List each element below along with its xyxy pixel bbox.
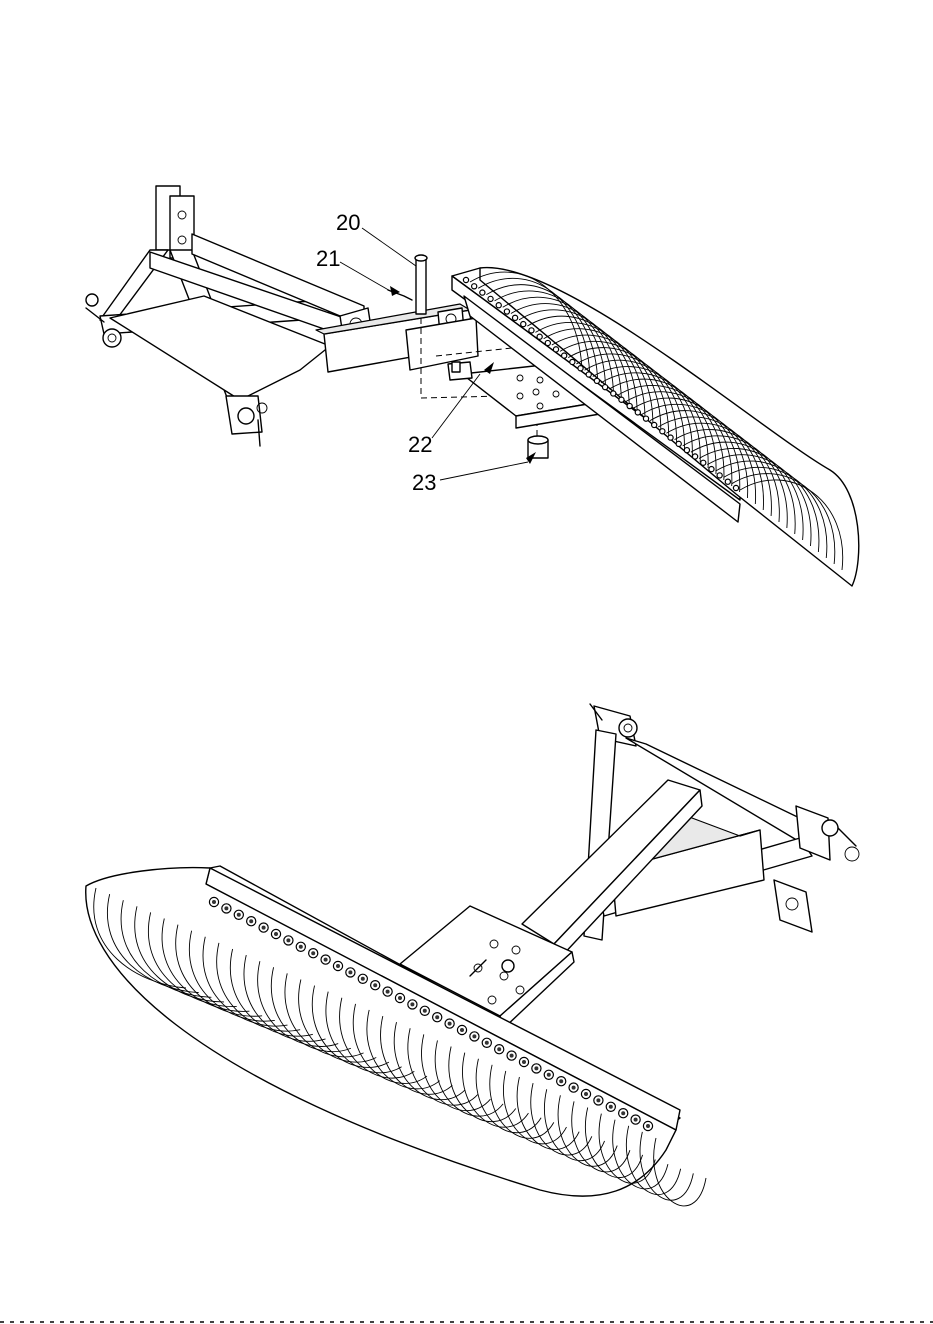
bolt — [602, 385, 607, 390]
bolt — [562, 353, 567, 358]
bolt — [553, 347, 558, 352]
bolt-center — [373, 983, 377, 987]
bolt — [635, 410, 640, 415]
bolt-center — [286, 938, 290, 942]
bolt-center — [311, 951, 315, 955]
bolt-center — [274, 932, 278, 936]
bolt-center — [572, 1086, 576, 1090]
bolt-center — [485, 1041, 489, 1045]
bolt — [676, 441, 681, 446]
bolt-center — [510, 1054, 514, 1058]
bolt-center — [522, 1060, 526, 1064]
bolt-center — [361, 977, 365, 981]
bolt — [652, 422, 657, 427]
bolt-center — [410, 1002, 414, 1006]
callout-22: 22 — [408, 432, 432, 457]
bolt — [504, 309, 509, 314]
pin-20 — [415, 255, 427, 314]
bolt — [660, 429, 665, 434]
bolt — [643, 416, 648, 421]
bolt-center — [559, 1079, 563, 1083]
bolt — [488, 296, 493, 301]
bolt — [570, 359, 575, 364]
bolt-center — [547, 1073, 551, 1077]
callout-21: 21 — [316, 246, 340, 271]
bolt-center — [634, 1118, 638, 1122]
bolt-center — [249, 919, 253, 923]
bolt-center — [212, 900, 216, 904]
bolt-center — [336, 964, 340, 968]
bolt — [692, 454, 697, 459]
hitch-a-frame — [86, 186, 372, 446]
bolt-center — [435, 1015, 439, 1019]
bolt — [472, 284, 477, 289]
bolt-center — [609, 1105, 613, 1109]
exploded-view: 20 21 22 23 — [86, 186, 859, 586]
bolt-center — [423, 1009, 427, 1013]
bolt — [668, 435, 673, 440]
bolt-center — [386, 990, 390, 994]
bolt-center — [646, 1124, 650, 1128]
bolt — [463, 277, 468, 282]
bolt — [733, 485, 738, 490]
bolt — [725, 479, 730, 484]
bolt-center — [448, 1022, 452, 1026]
bolt — [684, 448, 689, 453]
bolt — [619, 397, 624, 402]
assembled-view — [86, 704, 859, 1206]
bolt — [521, 322, 526, 327]
bolt — [512, 315, 517, 320]
bolt — [594, 378, 599, 383]
bolt-center — [348, 970, 352, 974]
bolt — [496, 303, 501, 308]
bolt — [717, 473, 722, 478]
bolt-center — [621, 1111, 625, 1115]
bolt — [611, 391, 616, 396]
bolt-center — [460, 1028, 464, 1032]
clip-21 — [388, 286, 412, 300]
bolt-center — [262, 926, 266, 930]
callout-23: 23 — [412, 470, 436, 495]
callout-20: 20 — [336, 210, 360, 235]
bolt — [627, 403, 632, 408]
bolt-center — [472, 1034, 476, 1038]
bolt-center — [299, 945, 303, 949]
bolt-center — [224, 906, 228, 910]
bolt-center — [398, 996, 402, 1000]
bolt-center — [596, 1098, 600, 1102]
bolt-center — [584, 1092, 588, 1096]
bolt — [586, 372, 591, 377]
bolt — [578, 366, 583, 371]
bolt — [537, 334, 542, 339]
bolt-center — [237, 913, 241, 917]
bolt-center — [534, 1066, 538, 1070]
bolt — [545, 340, 550, 345]
bolt-center — [324, 958, 328, 962]
bolt-center — [497, 1047, 501, 1051]
bolt — [480, 290, 485, 295]
bolt — [709, 466, 714, 471]
bolt — [529, 328, 534, 333]
bushing-23 — [526, 436, 548, 464]
bolt — [701, 460, 706, 465]
